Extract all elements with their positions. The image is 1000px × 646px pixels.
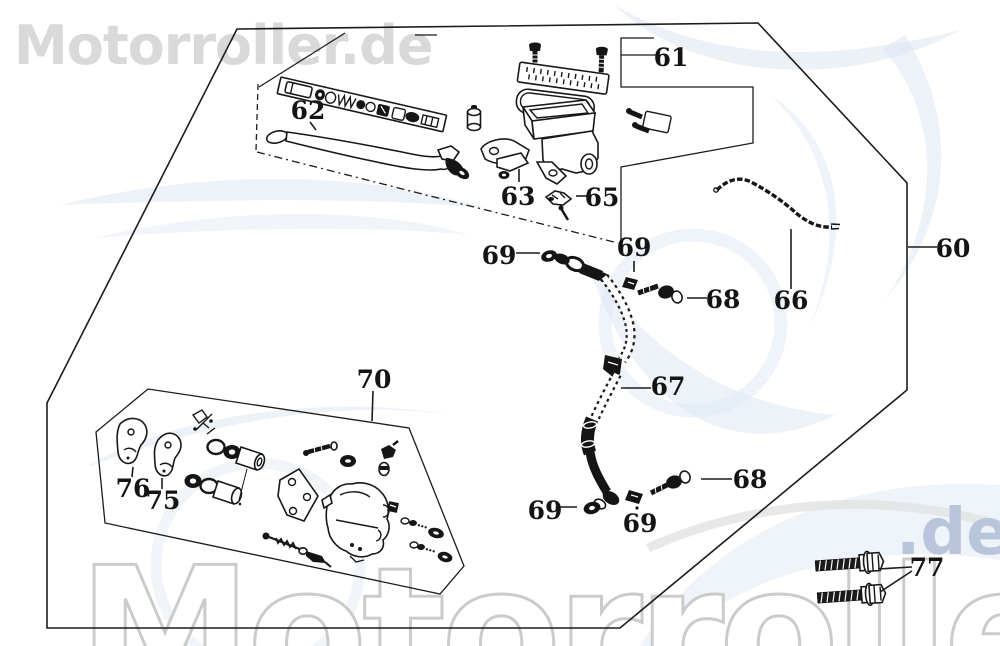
leader-lines [131, 121, 937, 593]
leader-77-lower [879, 570, 913, 593]
leader-70 [371, 390, 374, 422]
brake-pad-outer-76 [116, 417, 148, 465]
sealing-washer-top-right [622, 277, 638, 290]
leader-77-upper [877, 566, 913, 570]
leader-62 [309, 121, 317, 131]
handlebar-clamp [626, 108, 672, 134]
part-label-69-top-left: 69 [482, 241, 517, 270]
piston-seal-square [387, 501, 399, 513]
sealing-washer-top-left [541, 250, 557, 262]
part-label-68-top: 68 [706, 285, 741, 314]
part-label-61: 61 [654, 43, 689, 72]
mounting-bolt-upper [814, 550, 885, 575]
part-label-62: 62 [291, 96, 326, 125]
caliper-bracket [277, 467, 319, 522]
main-border [46, 22, 908, 629]
pad-spring-clips [191, 409, 216, 435]
part-label-69-top-right: 69 [617, 233, 652, 262]
part-label-60: 60 [936, 234, 971, 263]
mounting-bolt-lower [816, 582, 887, 607]
part-label-65: 65 [585, 183, 620, 212]
guide-pin-kit-upper [400, 517, 444, 539]
piston-seal-set-lower [184, 468, 248, 506]
bleeder-valve [378, 440, 399, 477]
caliper-group-border [95, 388, 465, 595]
leader-76 [131, 466, 134, 478]
brake-lever-drawing [265, 130, 470, 180]
banjo-bolt-bottom [649, 470, 691, 496]
pivot-dust-seal [498, 171, 510, 179]
brake-hose-drawing [554, 253, 636, 510]
master-cylinder-drawing [521, 99, 599, 185]
guide-pin-kit-lower [409, 541, 453, 563]
sealing-washer-bottom-left [583, 501, 601, 515]
reservoir-screws [529, 42, 608, 79]
repair-kit-strip [276, 76, 448, 133]
part-label-77: 77 [910, 553, 945, 582]
banjo-bolt-top [637, 283, 683, 304]
part-label-69-bottom-center: 69 [623, 509, 658, 538]
part-label-75: 75 [146, 486, 181, 515]
sealing-washer-bottom-center [625, 490, 643, 510]
watermark-bottom-text: Motorroller [78, 531, 1000, 646]
part-label-76: 76 [116, 474, 151, 503]
caliper-body [321, 482, 390, 563]
watermark-de-text: .de [896, 496, 1000, 570]
rubber-boot [466, 105, 482, 132]
part-label-69-bottom-left: 69 [528, 496, 563, 525]
part-labels: 60 61 62 63 65 66 67 68 68 69 69 69 69 7… [116, 43, 971, 582]
part-label-63: 63 [501, 182, 536, 211]
watermarks: Motorroller.de Motorroller .de [14, 14, 1000, 646]
part-label-66: 66 [774, 286, 809, 315]
lever-region-border [255, 32, 619, 244]
lever-perch [480, 138, 530, 172]
perforated-plate [516, 61, 610, 95]
piston-seal-set-upper [206, 438, 266, 472]
group-border-61-65 [620, 37, 754, 243]
watermark-top-text: Motorroller.de [14, 14, 432, 77]
pad-pin-spring [262, 532, 332, 568]
part-label-70: 70 [357, 365, 392, 394]
brake-cable-drawing [713, 177, 841, 230]
pivot-bolt-kit-65 [544, 190, 573, 221]
brake-pad-inner-75 [153, 432, 182, 477]
part-label-67: 67 [651, 372, 686, 401]
slide-pin-bolt [303, 441, 356, 467]
part-label-68-bottom: 68 [733, 465, 768, 494]
